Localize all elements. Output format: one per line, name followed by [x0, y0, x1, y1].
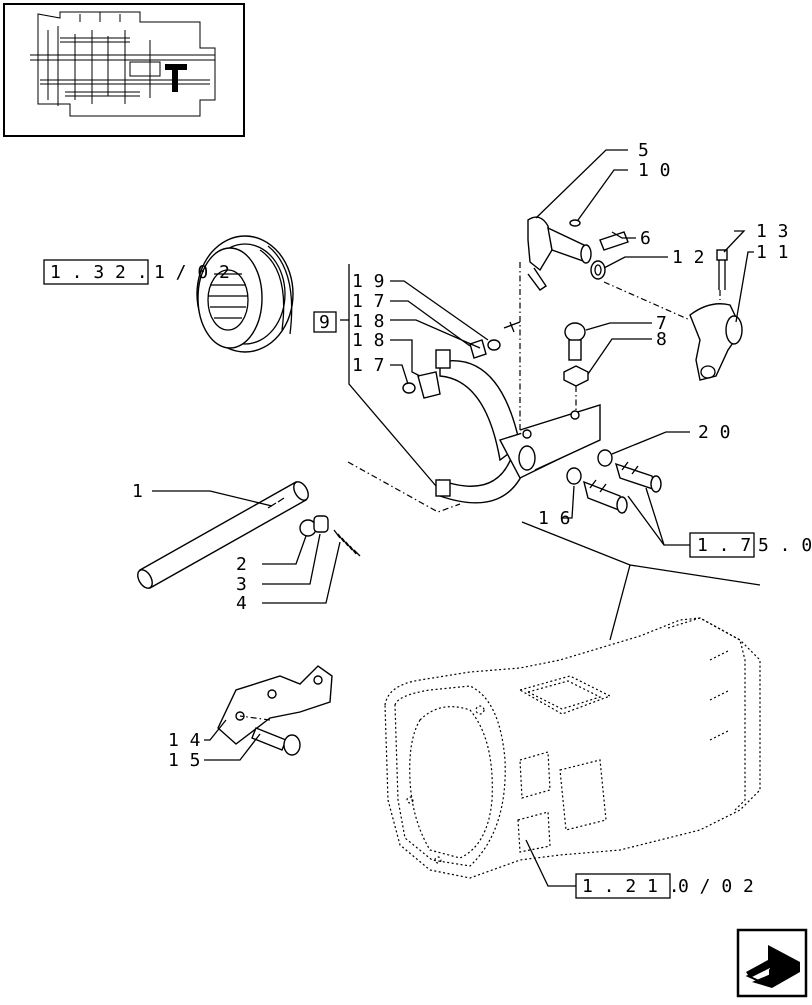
callout-10: 1 0	[638, 160, 671, 181]
spring-pin-small	[569, 219, 581, 227]
callout-15: 1 5	[168, 750, 201, 771]
switch-upper	[614, 461, 662, 493]
sealing-washer-upper	[597, 449, 613, 467]
callout-11: 1 1	[756, 242, 789, 263]
transmission-housing	[384, 617, 761, 879]
callout-5: 5	[638, 140, 649, 161]
callout-14: 1 4	[168, 730, 201, 751]
assembly-lines	[239, 262, 721, 721]
switch-lower	[582, 479, 628, 514]
leader-lines	[152, 149, 761, 887]
reference-1-21[interactable]: 1 . 2 1 . 0 / 0 2	[575, 873, 754, 899]
callout-4: 4	[236, 593, 247, 614]
callout-19: 1 9	[352, 271, 385, 292]
lever-bolt	[716, 249, 728, 290]
lock-plate	[402, 371, 441, 399]
reference-1-21-boxed: 1 . 2 1 .	[582, 876, 680, 897]
callout-6: 6	[640, 228, 651, 249]
reference-1-75[interactable]: 1 . 7 5 . 0	[689, 532, 812, 558]
callout-labels: 1 2 3 4 5 1 0 6 1 2 1 3 1 1 7 8 2 0 1 6 …	[132, 140, 789, 771]
reference-1-32[interactable]: 1 . 3 2 . 1 / 0 2	[43, 259, 230, 285]
callout-8: 8	[656, 329, 667, 350]
callout-20: 2 0	[698, 422, 731, 443]
shift-fork	[435, 349, 601, 504]
detent-plunger	[313, 515, 329, 533]
bracket-bolt	[251, 727, 301, 756]
callout-16: 1 6	[538, 508, 571, 529]
set-screw	[564, 322, 586, 361]
callout-2: 2	[236, 554, 247, 575]
selector-finger	[527, 216, 592, 291]
sealing-washer-lower	[566, 467, 582, 485]
callout-9-box	[313, 311, 337, 333]
bracket-plate	[217, 665, 333, 745]
callout-13: 1 3	[756, 221, 789, 242]
lock-nut	[563, 365, 589, 387]
callout-17-lower: 1 7	[352, 355, 385, 376]
synchronizer-hub	[196, 235, 294, 353]
callout-1: 1	[132, 481, 143, 502]
reference-1-32-boxed: 1 . 3 2 .	[50, 262, 148, 283]
reference-1-32-rest: 1 / 0 2	[154, 262, 230, 283]
reference-1-75-rest: 5 . 0	[758, 535, 812, 556]
callout-9: 9	[319, 312, 330, 333]
detent-spring	[333, 529, 361, 557]
callout-12: 1 2	[672, 247, 705, 268]
callout-18-upper: 1 8	[352, 311, 385, 332]
thumbnail-overview[interactable]	[3, 3, 245, 137]
callout-17-upper: 1 7	[352, 291, 385, 312]
seal-ring	[590, 260, 606, 280]
roll-pin	[599, 231, 629, 251]
callout-18-lower: 1 8	[352, 330, 385, 351]
selector-lever	[689, 303, 743, 381]
arrow-next-page-icon[interactable]	[736, 928, 808, 998]
callout-3: 3	[236, 574, 247, 595]
reference-1-21-rest: 0 / 0 2	[678, 876, 754, 897]
reference-1-75-boxed: 1 . 7	[697, 535, 751, 556]
lock-plate-upper	[469, 321, 521, 359]
selector-rod	[137, 481, 309, 589]
callout-7: 7	[656, 313, 667, 334]
